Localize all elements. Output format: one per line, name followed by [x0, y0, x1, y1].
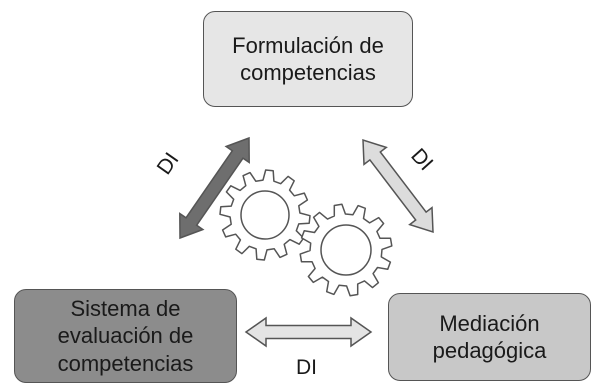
arrows-layer [179, 136, 434, 348]
arrow-left-diagonal [179, 136, 250, 240]
arrow-label-bottom: DI [296, 356, 317, 379]
box-left-line2: evaluación de [57, 323, 194, 349]
box-mediacion-pedagogica: Mediación pedagógica [388, 293, 591, 381]
gear-icon-right-hole [320, 224, 372, 276]
gears-layer [219, 169, 393, 297]
arrow-bottom-horizontal [244, 316, 373, 348]
box-left-line1: Sistema de [70, 295, 181, 321]
gear-icon-left-hole [240, 190, 290, 240]
box-sistema-evaluacion: Sistema de evaluación de competencias [14, 289, 237, 383]
box-right-line1: Mediación [439, 310, 540, 336]
box-top-line2: competencias [240, 60, 376, 85]
box-left-line3: competencias [57, 350, 194, 376]
arrow-right-diagonal [362, 138, 434, 234]
box-formulacion-competencias: Formulación de competencias [203, 11, 413, 107]
box-top-line1: Formulación de [232, 32, 384, 58]
box-right-line2: pedagógica [432, 338, 547, 363]
